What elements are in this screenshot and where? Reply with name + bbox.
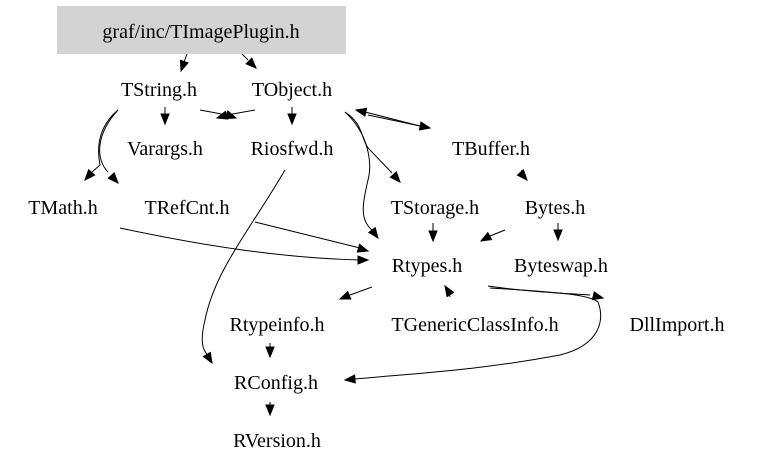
arrowhead-icon bbox=[418, 121, 432, 131]
edge-line bbox=[183, 53, 188, 63]
node-byteswap[interactable]: Byteswap.h bbox=[514, 255, 608, 277]
arrowhead-icon bbox=[389, 171, 401, 184]
arrowhead-icon bbox=[356, 243, 370, 253]
node-bytes[interactable]: Bytes.h bbox=[525, 197, 586, 219]
edge-tstring-to-trefcnt bbox=[99, 109, 119, 184]
edge-line bbox=[119, 227, 361, 261]
edge-rconfig-to-rversion bbox=[265, 402, 275, 417]
edge-tobject-to-varargs bbox=[215, 109, 256, 120]
edge-root-to-tobject bbox=[241, 53, 257, 69]
node-riosfwd[interactable]: Riosfwd.h bbox=[251, 138, 334, 160]
edge-line bbox=[226, 109, 256, 116]
arrowhead-icon bbox=[107, 172, 119, 184]
arrowhead-icon bbox=[179, 59, 189, 73]
edge-tobject-to-riosfwd bbox=[287, 107, 297, 126]
node-tgenericclassinfo[interactable]: TGenericClassInfo.h bbox=[391, 314, 558, 336]
edge-line bbox=[201, 169, 286, 356]
arrowhead-icon bbox=[428, 230, 438, 243]
nodes-layer: graf/inc/TImagePlugin.h TString.h TObjec… bbox=[28, 6, 725, 452]
node-tbuffer[interactable]: TBuffer.h bbox=[452, 138, 530, 160]
arrowhead-icon bbox=[479, 231, 493, 242]
node-root[interactable]: graf/inc/TImagePlugin.h bbox=[57, 6, 346, 54]
edge-riosfwd-to-rconfig bbox=[201, 169, 286, 365]
edge-rtypes-to-tgeneric bbox=[444, 284, 455, 298]
edge-tstring-to-varargs bbox=[160, 107, 170, 126]
edge-line bbox=[344, 111, 373, 231]
arrowhead-icon bbox=[338, 290, 352, 300]
node-rversion[interactable]: RVersion.h bbox=[233, 430, 321, 452]
arrowhead-icon bbox=[516, 168, 528, 182]
edge-line bbox=[254, 221, 361, 249]
arrowhead-icon bbox=[367, 226, 379, 240]
arrowhead-icon bbox=[444, 284, 455, 298]
edge-tstring-to-tmath bbox=[84, 109, 119, 182]
edge-tbuffer-to-tobject bbox=[354, 107, 421, 127]
edge-rtypeinfo-to-rconfig bbox=[265, 343, 275, 359]
arrowhead-icon bbox=[343, 374, 356, 384]
edge-line bbox=[364, 111, 421, 127]
arrowhead-icon bbox=[287, 113, 297, 126]
edge-line bbox=[99, 109, 119, 173]
node-dllimport[interactable]: DllImport.h bbox=[630, 314, 725, 336]
root-node-box bbox=[57, 6, 346, 54]
arrowhead-icon bbox=[354, 107, 368, 117]
node-rtypeinfo[interactable]: Rtypeinfo.h bbox=[230, 314, 325, 336]
edge-line bbox=[241, 53, 249, 61]
arrowhead-icon bbox=[160, 113, 170, 126]
edge-bytes-to-rtypes bbox=[479, 229, 506, 242]
node-tobject[interactable]: TObject.h bbox=[252, 79, 332, 101]
node-tstring[interactable]: TString.h bbox=[121, 79, 197, 101]
arrowhead-icon bbox=[591, 291, 605, 301]
edge-line bbox=[91, 109, 119, 173]
node-rtypes[interactable]: Rtypes.h bbox=[392, 255, 463, 277]
edge-line bbox=[354, 287, 602, 380]
edge-trefcnt-to-rtypes bbox=[254, 221, 370, 253]
arrowhead-icon bbox=[215, 110, 229, 120]
node-tstorage[interactable]: TStorage.h bbox=[391, 197, 479, 219]
arrowhead-icon bbox=[265, 404, 275, 417]
edge-root-to-tstring bbox=[179, 53, 189, 73]
edge-line bbox=[489, 229, 506, 237]
node-trefcnt[interactable]: TRefCnt.h bbox=[145, 197, 230, 219]
node-varargs[interactable]: Varargs.h bbox=[127, 138, 203, 160]
arrowhead-icon bbox=[357, 255, 370, 265]
edge-line bbox=[349, 286, 373, 296]
arrowhead-icon bbox=[84, 168, 96, 182]
node-label-root[interactable]: graf/inc/TImagePlugin.h bbox=[102, 21, 299, 43]
arrowhead-icon bbox=[202, 351, 213, 365]
edge-bytes-to-byteswap bbox=[553, 223, 563, 242]
edge-rtypes-to-rtypeinfo bbox=[338, 286, 373, 300]
edge-tbuffer-to-bytes bbox=[516, 168, 528, 182]
edges-layer bbox=[84, 53, 605, 417]
edge-tmath-to-rtypes bbox=[119, 227, 370, 265]
node-rconfig[interactable]: RConfig.h bbox=[234, 372, 318, 394]
edge-tobject-to-rtypes bbox=[344, 111, 379, 240]
arrowhead-icon bbox=[553, 229, 563, 242]
node-tmath[interactable]: TMath.h bbox=[28, 197, 97, 219]
arrowhead-icon bbox=[265, 346, 275, 359]
edge-rtypes-to-rconfig bbox=[343, 287, 602, 384]
edge-tstorage-to-rtypes bbox=[428, 223, 438, 243]
arrowhead-icon bbox=[245, 57, 257, 69]
